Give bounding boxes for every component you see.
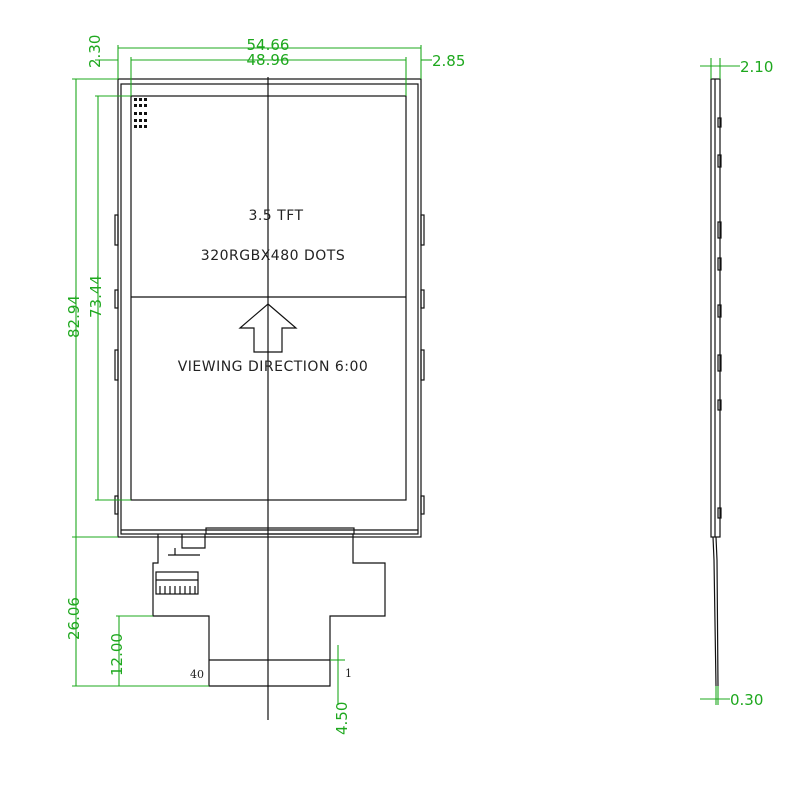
dim-outline-width-label: 54.66 — [247, 36, 290, 54]
fpc-connector — [152, 527, 386, 687]
viewing-direction-arrow-icon — [238, 303, 298, 353]
fpc-pin-1-label: 1 — [345, 667, 352, 680]
dim-fpc-end — [330, 645, 345, 705]
dim-fpc-tail — [116, 615, 153, 686]
module-outline — [117, 78, 422, 538]
side-view — [710, 78, 722, 687]
fpc-pin-40-label: 40 — [190, 668, 204, 681]
dim-outline-height-label: 82.94 — [65, 295, 83, 338]
dim-active-width — [130, 57, 407, 96]
dim-outline-height — [72, 78, 118, 686]
dim-fpc-thickness — [700, 686, 730, 705]
dim-fpc-thickness-label: 0.30 — [730, 691, 763, 709]
dim-right-margin-label: 2.85 — [432, 52, 465, 70]
panel-size-label: 3.5 TFT — [248, 208, 303, 224]
dim-fpc-end-label: 4.50 — [333, 702, 351, 735]
dim-outline-width — [117, 45, 422, 79]
dim-fpc-tail-label: 12.00 — [108, 633, 126, 676]
dim-thickness — [700, 58, 740, 79]
dim-active-width-label: 48.96 — [247, 51, 290, 69]
corner-marker — [134, 98, 147, 128]
dim-active-height — [95, 95, 131, 501]
frame-tabs — [114, 214, 425, 515]
dim-thickness-label: 2.10 — [740, 58, 773, 76]
panel-resolution-label: 320RGBX480 DOTS — [201, 248, 345, 264]
dim-fpc-length-label: 26.06 — [65, 597, 83, 640]
dim-active-height-label: 73.44 — [87, 275, 105, 318]
dim-left-margin-label: 2.30 — [86, 35, 104, 68]
viewing-direction-label: VIEWING DIRECTION 6:00 — [178, 359, 369, 375]
